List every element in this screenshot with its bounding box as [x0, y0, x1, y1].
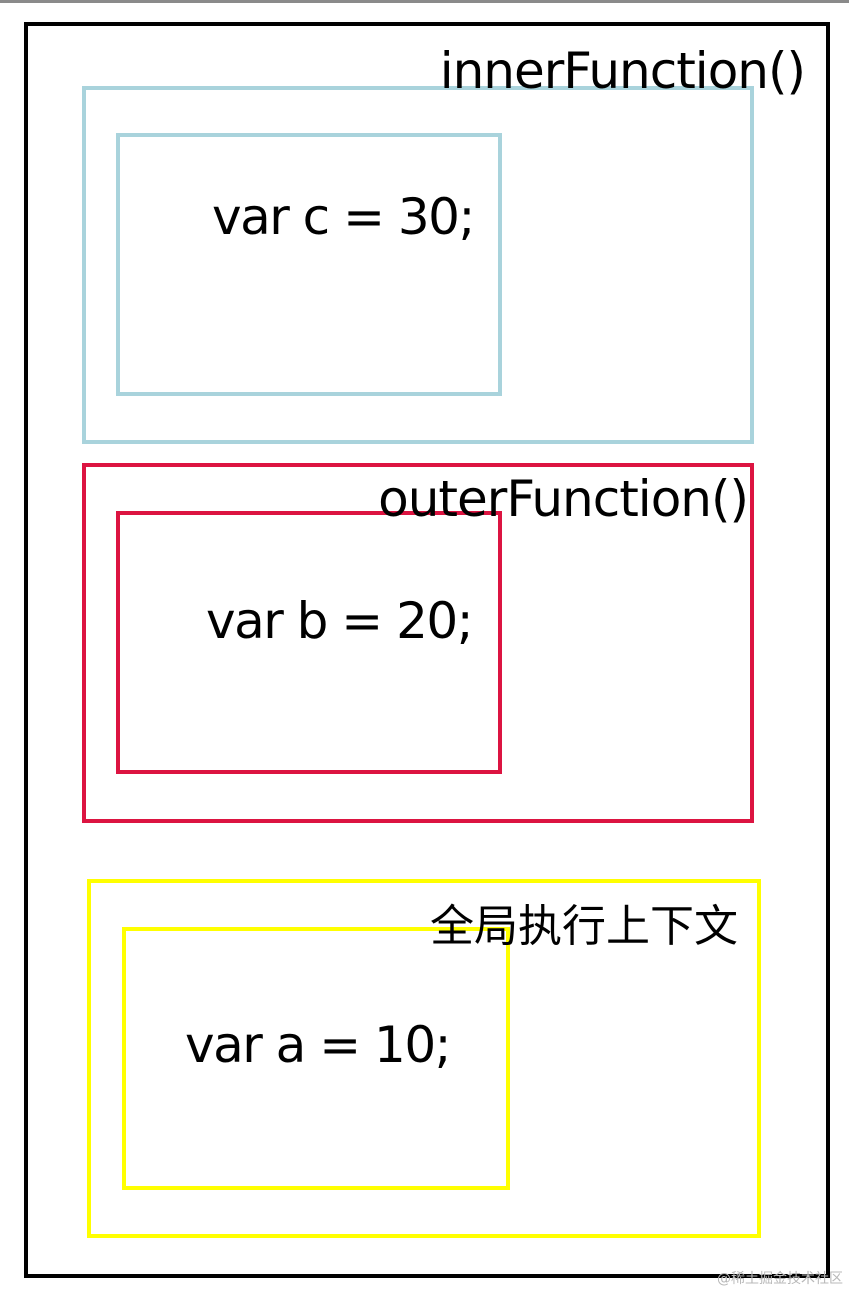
watermark: @稀土掘金技术社区 [717, 1271, 843, 1287]
inner-function-variable-box [116, 133, 502, 396]
inner-function-label: innerFunction() [439, 42, 806, 100]
global-variable-box [122, 927, 510, 1190]
global-context-label: 全局执行上下文 [430, 901, 738, 952]
execution-context-stack [24, 22, 830, 1278]
outer-function-label: outerFunction() [378, 470, 749, 528]
top-divider [0, 0, 849, 3]
global-context-box [87, 879, 761, 1238]
outer-function-context-box [82, 463, 754, 823]
variable-b-declaration: var b = 20; [206, 592, 474, 650]
variable-c-declaration: var c = 30; [212, 188, 475, 246]
outer-function-variable-box [116, 511, 502, 774]
variable-a-declaration: var a = 10; [185, 1016, 451, 1074]
inner-function-context-box [82, 86, 754, 444]
